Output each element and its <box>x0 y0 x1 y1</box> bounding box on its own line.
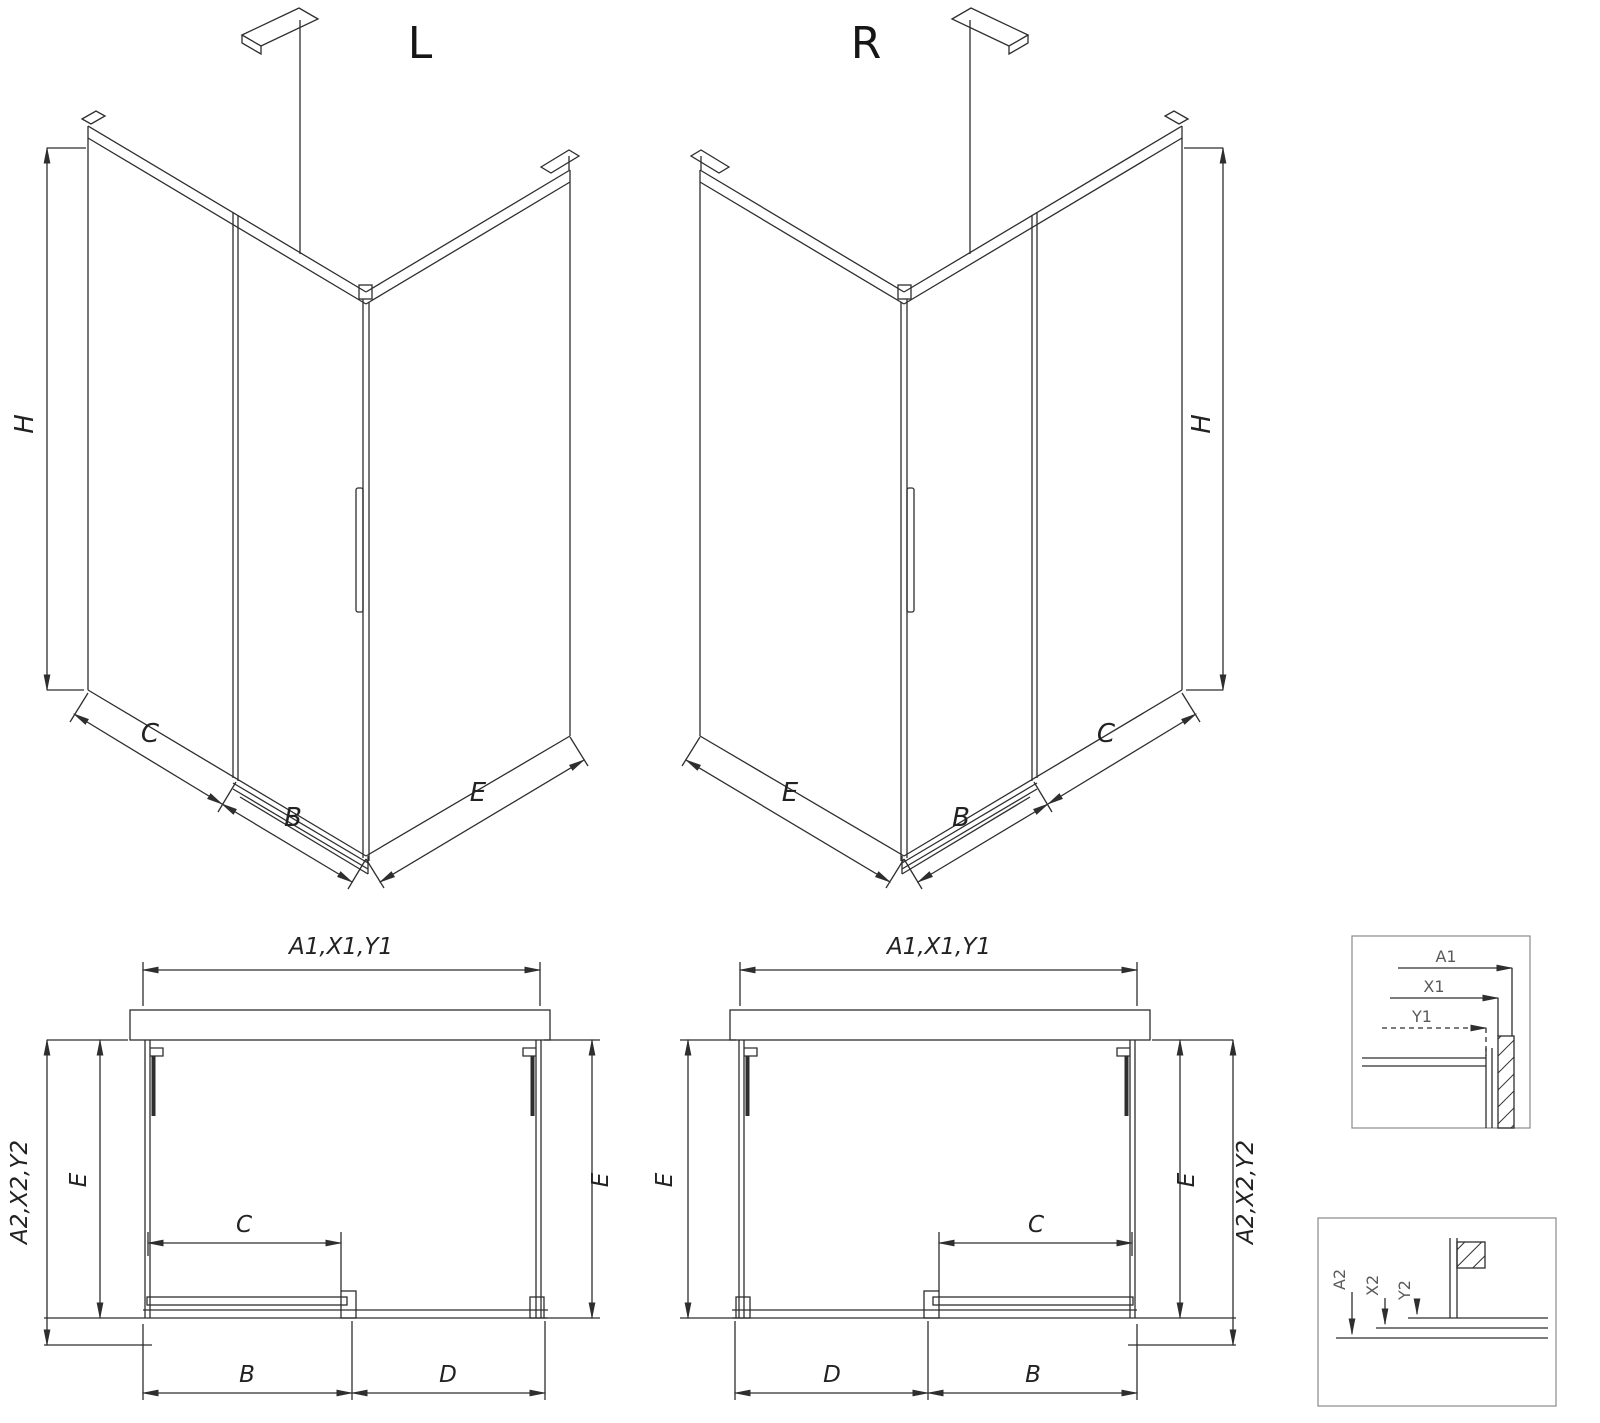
variant-label-left: L <box>408 18 433 69</box>
variant-label-right: R <box>851 18 882 69</box>
wall-hatch-left <box>129 1009 551 1041</box>
plan-view-left: A1,X1,Y1 A2,X2,Y2 E E C B D <box>7 934 614 1400</box>
iso-view-right: R H E B C <box>682 8 1223 889</box>
iso-view-left: L H C B E <box>10 8 588 889</box>
plan-dim-e1-right: E <box>652 1172 678 1187</box>
plan-dim-depth-right: A2,X2,Y2 <box>1233 1140 1259 1246</box>
dim-label-c-right: C <box>1097 719 1116 749</box>
wall-hatch-right <box>729 1009 1151 1041</box>
dim-label-c-left: C <box>141 719 160 749</box>
plan-view-right: A1,X1,Y1 A2,X2,Y2 E E C D B <box>652 934 1259 1400</box>
plan-dim-b-right: B <box>1025 1362 1041 1388</box>
dim-label-e-left: E <box>470 778 487 808</box>
detail-label-x2: X2 <box>1363 1275 1382 1296</box>
dim-label-b-right: B <box>952 803 970 833</box>
plan-dim-c-right: C <box>1028 1212 1044 1238</box>
plan-dim-e2-right: E <box>1174 1172 1200 1187</box>
detail-label-y2: Y2 <box>1395 1280 1414 1301</box>
detail-label-x1: X1 <box>1423 977 1444 996</box>
plan-dim-b-left: B <box>239 1362 255 1388</box>
plan-dim-width-right: A1,X1,Y1 <box>885 934 991 960</box>
plan-dim-d-left: D <box>439 1362 457 1388</box>
dim-label-height-left: H <box>10 414 40 434</box>
plan-dim-depth-left: A2,X2,Y2 <box>7 1140 33 1246</box>
detail-label-y1: Y1 <box>1411 1007 1432 1026</box>
plan-dim-d-right: D <box>823 1362 841 1388</box>
detail-wall-section-top: A1 X1 Y1 <box>1351 935 1531 1129</box>
dim-label-b-left: B <box>284 803 302 833</box>
detail-label-a1: A1 <box>1435 947 1456 966</box>
plan-dim-e2-left: E <box>588 1172 614 1187</box>
detail-floor-section-bottom: A2 X2 Y2 <box>1317 1217 1557 1407</box>
plan-dim-c-left: C <box>236 1212 252 1238</box>
detail-label-a2: A2 <box>1330 1269 1349 1290</box>
dim-label-height-right: H <box>1187 414 1217 434</box>
plan-dim-width-left: A1,X1,Y1 <box>287 934 393 960</box>
plan-dim-e1-left: E <box>66 1172 92 1187</box>
dim-label-e-right: E <box>782 778 799 808</box>
